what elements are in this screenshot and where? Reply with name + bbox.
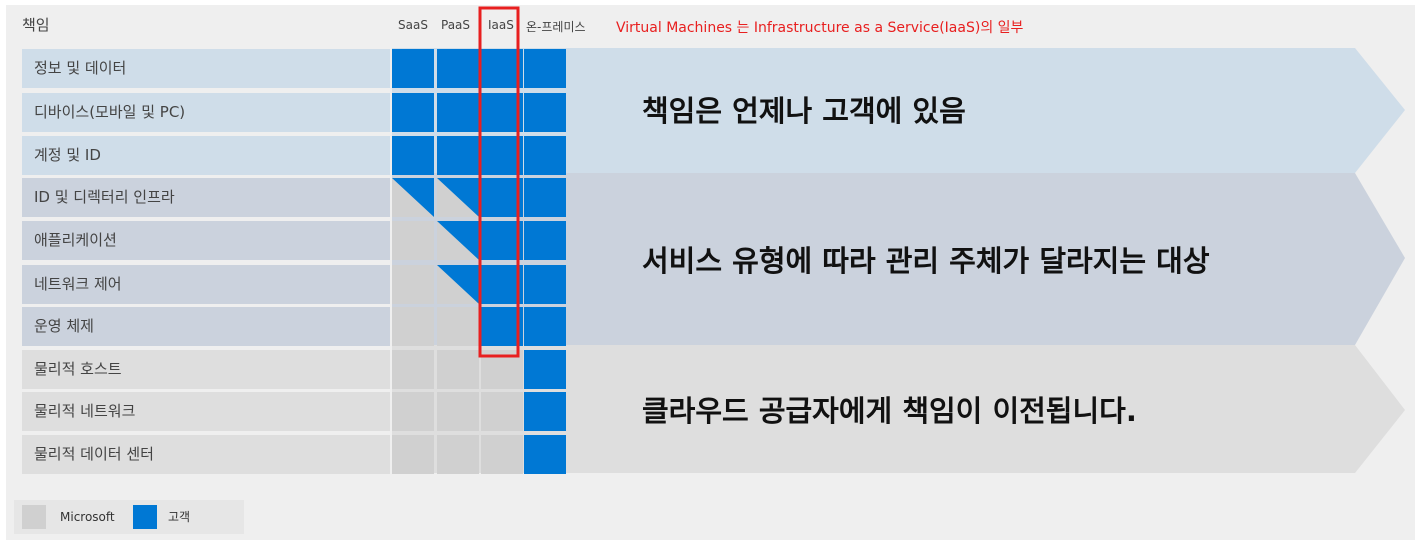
row-label-background bbox=[22, 221, 390, 260]
grid-cell bbox=[392, 265, 434, 304]
grid-cell bbox=[437, 136, 479, 175]
grid-cell bbox=[524, 93, 566, 132]
grid-cell bbox=[437, 49, 479, 88]
row-label: 계정 및 ID bbox=[34, 146, 101, 164]
row-label-background bbox=[22, 93, 390, 132]
grid-cell bbox=[437, 435, 479, 474]
grid-cell-customer-share bbox=[437, 265, 479, 304]
grid-cell-customer-share bbox=[392, 178, 434, 217]
row-label-background bbox=[22, 178, 390, 217]
row-label: ID 및 디렉터리 인프라 bbox=[34, 188, 175, 206]
responsibility-grid bbox=[392, 49, 566, 474]
legend-microsoft-label: Microsoft bbox=[60, 510, 115, 524]
grid-cell bbox=[524, 136, 566, 175]
row-label-background bbox=[22, 265, 390, 304]
grid-cell bbox=[524, 178, 566, 217]
iaas-note: Virtual Machines 는 Infrastructure as a S… bbox=[616, 20, 1024, 36]
grid-cell bbox=[392, 93, 434, 132]
grid-cell bbox=[524, 435, 566, 474]
grid-cell bbox=[437, 392, 479, 431]
grid-cell bbox=[481, 178, 523, 217]
row-label-background bbox=[22, 307, 390, 346]
grid-cell bbox=[524, 221, 566, 260]
grid-cell bbox=[524, 49, 566, 88]
iaas-highlight-box bbox=[478, 6, 520, 358]
row-label-background bbox=[22, 49, 390, 88]
grid-cell-customer-share bbox=[437, 221, 479, 260]
grid-cell bbox=[392, 350, 434, 389]
band-varies-by-service bbox=[392, 173, 1405, 345]
grid-cell bbox=[481, 93, 523, 132]
row-label: 디바이스(모바일 및 PC) bbox=[34, 103, 186, 121]
grid-cell bbox=[481, 136, 523, 175]
row-label: 운영 체제 bbox=[34, 317, 94, 335]
row-label-background bbox=[22, 392, 390, 431]
row-label: 물리적 호스트 bbox=[34, 360, 122, 378]
column-header-iaas: IaaS bbox=[488, 18, 514, 32]
band-transfers-to-cloud bbox=[392, 345, 1405, 473]
row-label: 정보 및 데이터 bbox=[34, 59, 127, 77]
grid-cell bbox=[481, 221, 523, 260]
legend-microsoft-swatch bbox=[22, 505, 46, 529]
column-header-onprem: 온-프레미스 bbox=[526, 20, 586, 34]
band-message-always-customer: 책임은 언제나 고객에 있음 bbox=[642, 94, 966, 128]
column-header-paas: PaaS bbox=[441, 18, 471, 32]
grid-cell bbox=[392, 392, 434, 431]
grid-cell bbox=[392, 136, 434, 175]
grid-cell bbox=[481, 49, 523, 88]
grid-cell bbox=[481, 307, 523, 346]
responsibility-header: 책임 bbox=[22, 16, 50, 34]
grid-cell bbox=[437, 307, 479, 346]
band-always-customer bbox=[392, 48, 1405, 173]
legend-customer-label: 고객 bbox=[168, 510, 191, 524]
grid-cell bbox=[392, 307, 434, 346]
grid-cell-customer-share bbox=[437, 178, 479, 217]
row-label-background bbox=[22, 350, 390, 389]
column-header-saas: SaaS bbox=[398, 18, 428, 32]
legend bbox=[14, 500, 244, 534]
grid-cell bbox=[481, 392, 523, 431]
grid-cell bbox=[481, 435, 523, 474]
band-message-cloud: 클라우드 공급자에게 책임이 이전됩니다. bbox=[642, 394, 1137, 428]
grid-cell bbox=[481, 265, 523, 304]
grid-cell bbox=[524, 307, 566, 346]
band-message-varies: 서비스 유형에 따라 관리 주체가 달라지는 대상 bbox=[642, 244, 1210, 278]
grid-cell bbox=[524, 265, 566, 304]
legend-customer-swatch bbox=[133, 505, 157, 529]
grid-cell bbox=[437, 93, 479, 132]
row-label: 물리적 네트워크 bbox=[34, 402, 136, 420]
row-label: 애플리케이션 bbox=[34, 231, 117, 249]
row-label-backgrounds bbox=[22, 49, 390, 474]
row-label: 네트워크 제어 bbox=[34, 275, 122, 293]
row-label-background bbox=[22, 435, 390, 474]
grid-cell bbox=[392, 221, 434, 260]
grid-cell bbox=[524, 350, 566, 389]
row-label: 물리적 데이터 센터 bbox=[34, 445, 154, 463]
grid-cell bbox=[392, 435, 434, 474]
row-label-background bbox=[22, 136, 390, 175]
grid-cell bbox=[392, 49, 434, 88]
grid-cell bbox=[437, 350, 479, 389]
grid-cell bbox=[524, 392, 566, 431]
